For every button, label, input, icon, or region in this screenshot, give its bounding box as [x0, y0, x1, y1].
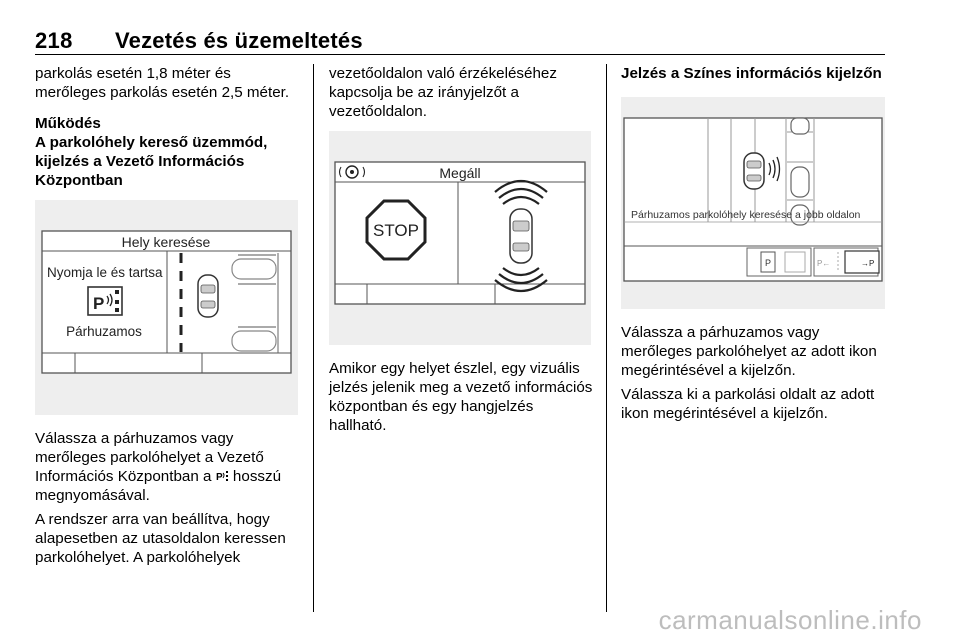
paragraph: Válassza ki a parkolási oldalt az adott …: [621, 386, 875, 422]
column-divider: [606, 64, 607, 612]
figure-title: Hely keresése: [122, 234, 211, 250]
car-icon: [509, 208, 533, 264]
figure-instruction: Nyomja le és tartsa: [47, 265, 163, 280]
steering-wheel-icon: [338, 165, 366, 179]
section-heading: Jelzés a Színes információs kijelzőn: [621, 65, 882, 82]
svg-text:→P: →P: [861, 259, 874, 268]
page-number: 218: [35, 28, 73, 53]
svg-text:P←: P←: [817, 259, 830, 268]
paragraph: Amikor egy helyet észlel, egy vizuális j…: [329, 360, 593, 434]
figure-megall: Megáll STOP: [329, 131, 591, 345]
figure-hely-keresese: Hely keresése Nyomja le és tartsa P Párh…: [35, 200, 298, 415]
column-1: parkolás esetén 1,8 méter és merőleges p…: [35, 64, 300, 567]
paragraph-text: Válassza a párhuzamos vagy merőleges par…: [35, 430, 264, 485]
figure-mode: Párhuzamos: [66, 324, 142, 339]
car-icon: [743, 152, 765, 190]
figure-caption: Párhuzamos parkolóhely keresése a jobb o…: [631, 209, 861, 221]
car-icon: [197, 274, 219, 318]
svg-text:P: P: [216, 472, 223, 482]
figure-title: Megáll: [439, 165, 480, 181]
figure-szines-kijelzo: Párhuzamos parkolóhely keresése a jobb o…: [621, 97, 885, 309]
sensor-arcs-icon: [768, 156, 781, 182]
page-header: 218 Vezetés és üzemeltetés: [35, 14, 885, 55]
section-heading: Működés: [35, 115, 101, 132]
svg-text:P: P: [765, 258, 771, 268]
sensor-arcs-icon: [494, 179, 548, 293]
intro-text: vezetőoldalon való érzékeléséhez kapcsol…: [329, 65, 557, 120]
paragraph: A rendszer arra van beállítva, hogy alap…: [35, 511, 286, 566]
column-divider: [313, 64, 314, 612]
parking-mode-buttons[interactable]: P P← →P: [746, 247, 880, 277]
intro-text: parkolás esetén 1,8 méter és merőleges p…: [35, 65, 290, 101]
parking-assist-icon: P: [216, 468, 229, 483]
paragraph-text: hosszú megnyomásával.: [35, 468, 282, 504]
paragraph: Válassza a párhuzamos vagy merőleges par…: [621, 324, 877, 379]
stop-sign-icon: STOP: [365, 199, 427, 261]
subsection-heading: A parkolóhely kereső üzemmód, kijelzés a…: [35, 134, 268, 189]
parking-assist-icon: P: [87, 286, 123, 316]
column-3: Jelzés a Színes információs kijelzőn: [621, 64, 889, 423]
page-title: Vezetés és üzemeltetés: [115, 28, 363, 53]
column-2: vezetőoldalon való érzékeléséhez kapcsol…: [329, 64, 594, 435]
stop-sign-label: STOP: [373, 221, 419, 240]
paragraph: Válassza a párhuzamos vagy merőleges par…: [35, 429, 300, 505]
svg-text:P: P: [93, 294, 104, 313]
watermark: carmanualsonline.info: [658, 605, 922, 635]
